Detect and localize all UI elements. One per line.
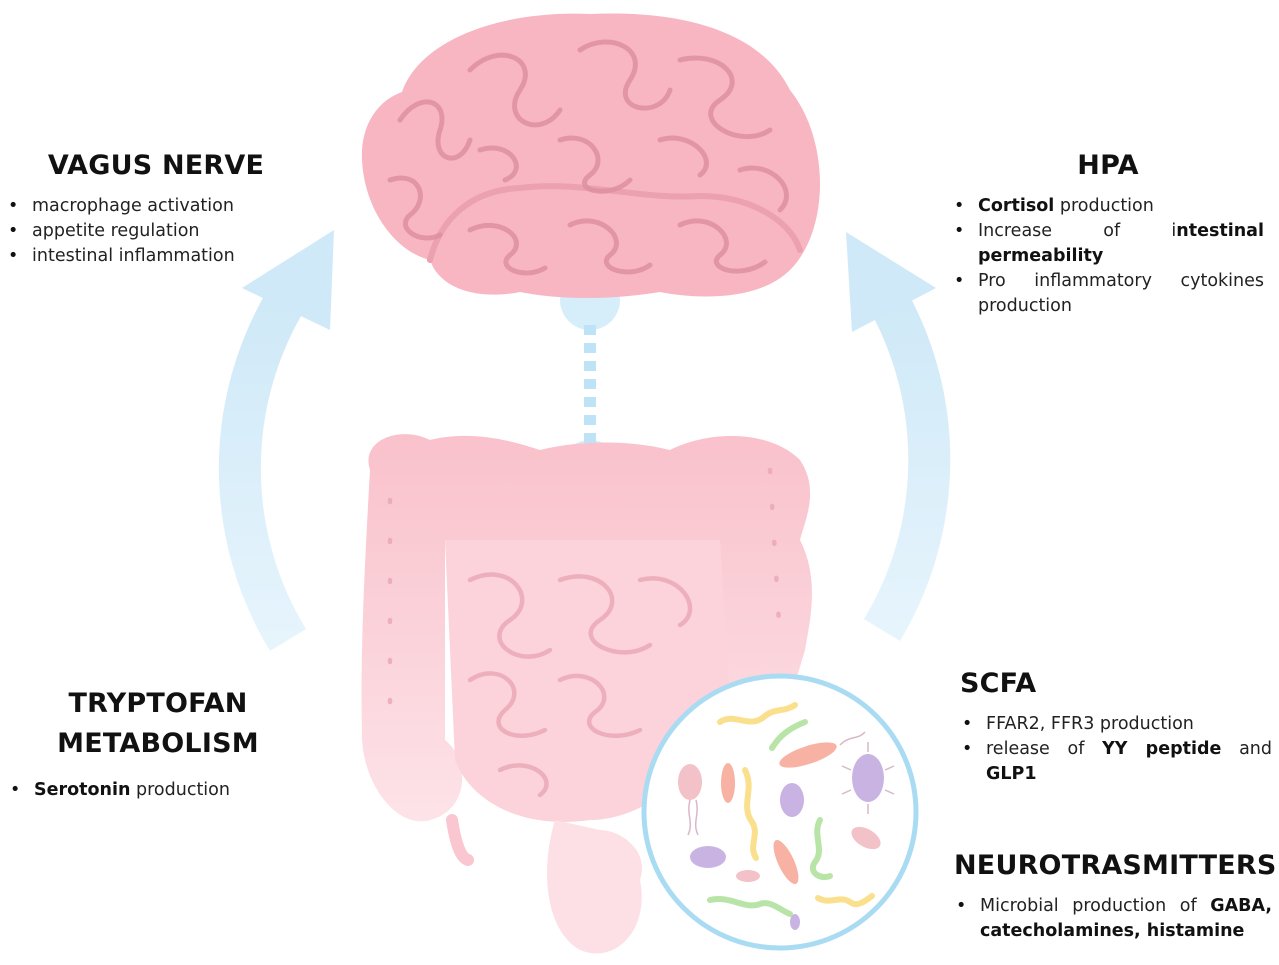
hpa-list: Cortisol production Increase of intestin… — [952, 194, 1264, 319]
glp1-term: GLP1 — [986, 764, 1037, 784]
list-item: release of YY peptide and GLP1 — [960, 737, 1272, 787]
tryptophan-title-line1: TRYPTOFAN — [8, 684, 308, 724]
right-curved-arrow — [846, 232, 936, 630]
serotonin-term: Serotonin — [34, 780, 130, 800]
list-item: Microbial production of GABA, catecholam… — [954, 894, 1272, 944]
scfa-block: SCFA FFAR2, FFR3 production release of Y… — [960, 664, 1272, 787]
tryptophan-list: Serotonin production — [8, 778, 308, 803]
list-item: Serotonin production — [8, 778, 308, 803]
tryptophan-title-line2: METABOLISM — [8, 724, 308, 764]
yy-peptide-term: YY peptide — [1102, 739, 1221, 759]
vagus-nerve-list: macrophage activation appetite regulatio… — [6, 194, 306, 269]
list-item: appetite regulation — [6, 219, 306, 244]
vagus-nerve-title: VAGUS NERVE — [6, 146, 306, 186]
list-item: macrophage activation — [6, 194, 306, 219]
tryptophan-block: TRYPTOFAN METABOLISM Serotonin productio… — [8, 684, 308, 803]
list-item-text: Microbial production of — [980, 896, 1210, 916]
list-item-text: and — [1221, 739, 1272, 759]
list-item-text: Increase of i — [978, 221, 1176, 241]
cortisol-term: Cortisol — [978, 196, 1054, 216]
hpa-title: HPA — [952, 146, 1264, 186]
list-item: Increase of intestinal permeability — [952, 219, 1264, 269]
neurotransmitters-block: NEUROTRASMITTERS Microbial production of… — [954, 846, 1272, 944]
list-item: FFAR2, FFR3 production — [960, 712, 1272, 737]
left-curved-arrow — [240, 230, 334, 640]
scfa-list: FFAR2, FFR3 production release of YY pep… — [960, 712, 1272, 787]
list-item-text: release of — [986, 739, 1102, 759]
neurotransmitters-list: Microbial production of GABA, catecholam… — [954, 894, 1272, 944]
neurotransmitters-title: NEUROTRASMITTERS — [954, 846, 1272, 886]
list-item-text: production — [1054, 196, 1154, 216]
microbiota-circle — [644, 676, 916, 948]
list-item: Cortisol production — [952, 194, 1264, 219]
hpa-block: HPA Cortisol production Increase of inte… — [952, 146, 1264, 319]
vagus-nerve-block: VAGUS NERVE macrophage activation appeti… — [6, 146, 306, 269]
list-item-text: production — [130, 780, 230, 800]
scfa-title: SCFA — [960, 664, 1272, 704]
list-item: intestinal inflammation — [6, 244, 306, 269]
brain-illustration — [362, 14, 820, 298]
list-item: Pro inflammatory cytokines production — [952, 269, 1264, 319]
